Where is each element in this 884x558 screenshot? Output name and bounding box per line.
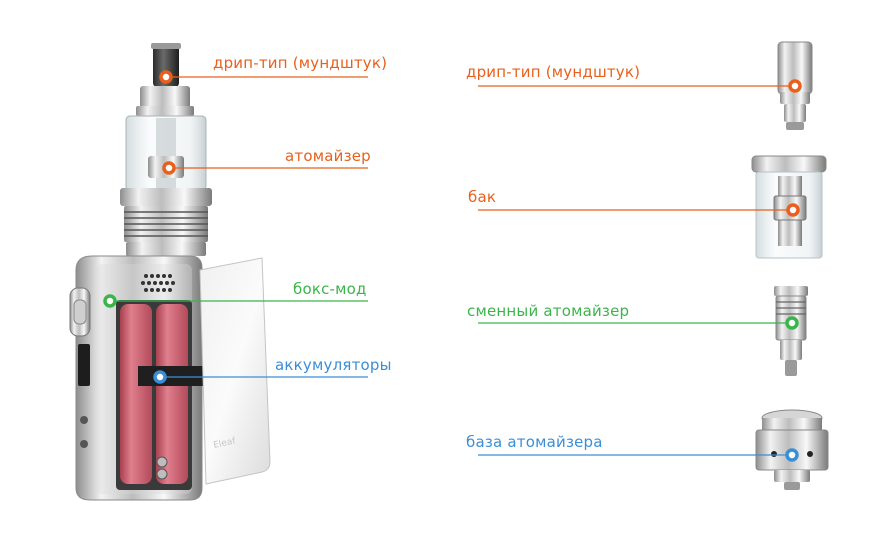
svg-text:Eleaf: Eleaf [213, 436, 238, 451]
leader-coil-right-dot [785, 316, 799, 330]
leader-lines [103, 70, 802, 462]
leader-base-right-dot [785, 448, 799, 462]
label-box-mod-left: бокс-мод [293, 280, 367, 298]
label-atomizer-left: атомайзер [285, 147, 371, 165]
coil-part [774, 286, 808, 376]
leader-tank-right-dot [786, 203, 800, 217]
leader-batteries-left-dot [153, 370, 167, 384]
label-drip-tip-left: дрип-тип (мундштук) [213, 54, 388, 72]
label-tank-right: бак [468, 188, 497, 206]
battery-cell-2 [156, 304, 188, 484]
leader-drip-tip-right-dot [788, 79, 802, 93]
side-panel [199, 257, 271, 485]
leader-atomizer-left-dot [162, 161, 176, 175]
battery-cell-1 [120, 304, 152, 484]
label-coil-right: сменный атомайзер [467, 302, 630, 320]
label-drip-tip-right: дрип-тип (мундштук) [466, 63, 641, 81]
drip-tip-part-right [777, 41, 813, 130]
label-batteries-left: аккумуляторы [275, 356, 392, 374]
label-base-right: база атомайзера [466, 433, 603, 451]
leader-drip-tip-left-dot [159, 70, 173, 84]
box-mod-device: Eleaf [69, 43, 271, 501]
leader-box-mod-left-dot [103, 294, 117, 308]
